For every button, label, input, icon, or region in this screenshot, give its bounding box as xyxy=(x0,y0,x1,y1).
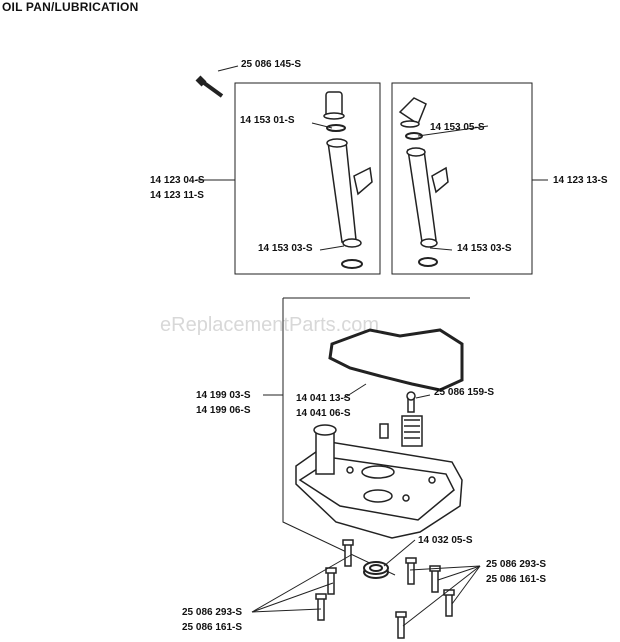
part-label: 25 086 293-S xyxy=(182,607,242,618)
o-ring-icon xyxy=(405,132,423,140)
dipstick-box-right xyxy=(391,82,533,275)
oil-seal-icon xyxy=(363,561,389,579)
part-label: 25 086 161-S xyxy=(182,622,242,633)
part-label: 25 086 161-S xyxy=(486,574,546,585)
watermark: eReplacementParts.com xyxy=(160,314,379,336)
part-label: 14 041 06-S xyxy=(296,408,351,419)
oilpan-box xyxy=(282,298,396,576)
part-label: 14 153 03-S xyxy=(258,243,313,254)
part-label: 14 153 01-S xyxy=(240,115,295,126)
part-label: 14 123 04-S xyxy=(150,175,205,186)
part-label: 14 199 06-S xyxy=(196,405,251,416)
leader-lines xyxy=(196,65,548,627)
screw-icon xyxy=(315,539,455,639)
gasket-icon xyxy=(328,328,464,392)
governor-gear-icon xyxy=(379,391,423,447)
oil-pan-icon xyxy=(295,424,463,539)
part-label: 14 123 13-S xyxy=(553,175,608,186)
part-label: 14 153 03-S xyxy=(457,243,512,254)
o-ring-icon xyxy=(418,257,438,267)
part-label: 14 153 05-S xyxy=(430,122,485,133)
part-label: 14 041 13-S xyxy=(296,393,351,404)
dipstick-tube-icon xyxy=(406,147,449,248)
part-label: 14 199 03-S xyxy=(196,390,251,401)
o-ring-icon xyxy=(341,259,363,269)
part-label: 25 086 159-S xyxy=(434,387,494,398)
part-label: 25 086 293-S xyxy=(486,559,546,570)
part-label: 14 032 05-S xyxy=(418,535,473,546)
dipstick-cap-icon xyxy=(398,97,427,128)
dipstick-box-left xyxy=(234,82,381,275)
part-label: 25 086 145-S xyxy=(241,59,301,70)
part-label: 14 123 11-S xyxy=(150,190,204,201)
dipstick-cap-icon xyxy=(323,91,345,120)
bolt-icon xyxy=(195,75,224,98)
page-title: OIL PAN/LUBRICATION xyxy=(2,0,139,14)
o-ring-icon xyxy=(326,124,346,132)
dipstick-tube-icon xyxy=(326,138,373,248)
